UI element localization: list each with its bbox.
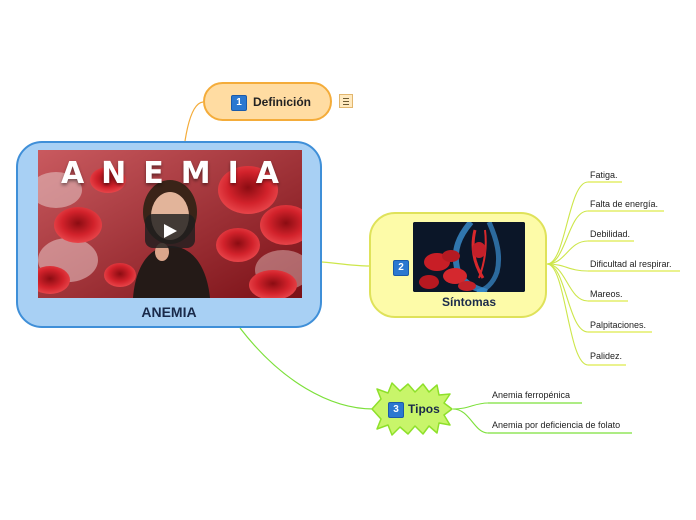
blood-cells-image [38, 150, 302, 298]
symptom-item[interactable]: Falta de energía. [590, 199, 659, 209]
topic-tipos[interactable]: 3 Tipos [371, 381, 453, 437]
symptom-item[interactable]: Debilidad. [590, 229, 631, 239]
priority-badge-2: 2 [393, 260, 409, 276]
central-topic[interactable]: ANEMIA ANEMIA [16, 141, 322, 328]
topic-definicion[interactable]: 1 Definición [203, 82, 332, 121]
symptom-item[interactable]: Mareos. [590, 289, 623, 299]
connector-sintomas [321, 261, 370, 267]
circulatory-system-image [413, 222, 525, 292]
tipos-leaf-underlines [488, 402, 632, 434]
topic-sintomas-label: Síntomas [441, 295, 496, 309]
type-item[interactable]: Anemia por deficiencia de folato [492, 420, 621, 430]
play-icon [164, 224, 177, 238]
topic-definicion-label: Definición [253, 95, 312, 109]
priority-badge-3: 3 [388, 402, 404, 418]
connector-tipos [239, 327, 377, 410]
symptom-item[interactable]: Fatiga. [590, 170, 618, 180]
video-thumbnail[interactable]: ANEMIA [38, 150, 302, 298]
note-icon[interactable] [339, 94, 353, 108]
sintomas-leaf-connectors [546, 181, 589, 366]
symptom-item[interactable]: Palidez. [590, 351, 623, 361]
topic-sintomas[interactable]: 2 Síntomas [369, 212, 547, 318]
sintomas-leaf-underlines [588, 181, 680, 366]
topic-tipos-label: Tipos [408, 402, 440, 416]
connector-definicion [184, 101, 204, 142]
play-button[interactable] [145, 214, 195, 248]
starburst-shape [371, 382, 453, 436]
video-title: ANEMIA [60, 156, 297, 191]
symptom-item[interactable]: Palpitaciones. [590, 320, 647, 330]
symptom-item[interactable]: Dificultad al respirar. [590, 259, 672, 269]
tipos-leaf-connectors [452, 402, 489, 434]
priority-badge-1: 1 [231, 95, 247, 111]
type-item[interactable]: Anemia ferropénica [492, 390, 571, 400]
central-topic-label: ANEMIA [141, 304, 197, 320]
